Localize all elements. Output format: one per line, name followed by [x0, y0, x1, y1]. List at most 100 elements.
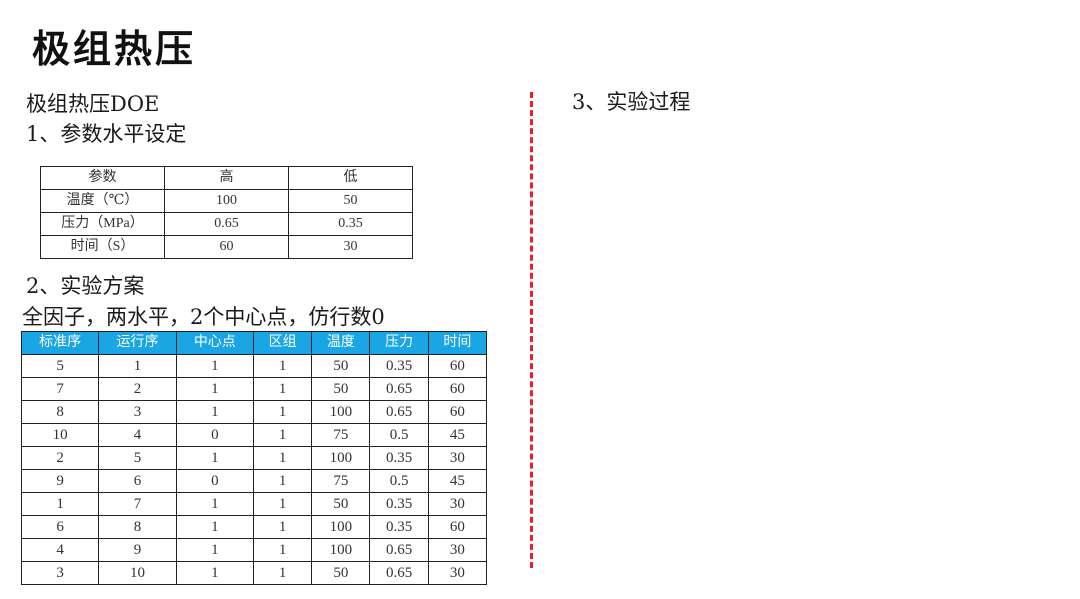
table-cell: 0.65: [369, 377, 429, 401]
table-cell: 0.5: [369, 423, 429, 447]
table-cell: 10: [20, 423, 100, 447]
table-row: 温度（℃） 100 50: [40, 189, 413, 213]
table-cell: 30: [288, 235, 413, 259]
table-cell: 0.65: [369, 400, 429, 424]
table-cell: 1: [175, 446, 254, 470]
table-cell: 1: [252, 492, 313, 516]
table-cell: 50: [288, 189, 413, 213]
table-cell: 1: [252, 400, 313, 424]
table-cell: 8: [20, 400, 100, 424]
table-cell: 0.65: [164, 212, 289, 236]
table-cell: 1: [252, 377, 313, 401]
table-header-row: 参数 高 低: [40, 166, 413, 190]
table-cell: 0.65: [369, 561, 429, 585]
table-cell: 2: [98, 377, 177, 401]
table-cell: 45: [427, 469, 488, 493]
table-cell: 50: [311, 354, 371, 378]
column-header: 区组: [252, 331, 313, 355]
table-cell: 100: [311, 400, 371, 424]
slide-title: 极组热压: [32, 27, 197, 71]
table-cell: 1: [252, 423, 313, 447]
table-cell: 2: [20, 446, 100, 470]
table-cell: 0.35: [369, 492, 429, 516]
table-cell: 4: [98, 423, 177, 447]
table-cell: 75: [311, 423, 371, 447]
parameter-table: 参数 高 低 温度（℃） 100 50 压力（MPa） 0.65 0.35 时间…: [40, 166, 413, 259]
table-cell: 0.5: [369, 469, 429, 493]
table-cell: 1: [175, 354, 254, 378]
table-cell: 75: [311, 469, 371, 493]
column-header: 运行序: [98, 331, 177, 355]
table-cell: 8: [98, 515, 177, 539]
table-cell: 1: [252, 469, 313, 493]
table-cell: 温度（℃）: [40, 189, 165, 213]
table-cell: 时间（S）: [40, 235, 165, 259]
table-cell: 9: [98, 538, 177, 562]
table-cell: 1: [175, 377, 254, 401]
table-cell: 0.35: [369, 354, 429, 378]
table-cell: 1: [175, 515, 254, 539]
table-cell: 100: [311, 515, 371, 539]
table-cell: 30: [427, 538, 488, 562]
table-row: 压力（MPa） 0.65 0.35: [40, 212, 413, 236]
table-cell: 1: [175, 400, 254, 424]
table-cell: 1: [252, 515, 313, 539]
table-cell: 50: [311, 561, 371, 585]
table-cell: 5: [20, 354, 100, 378]
table-cell: 60: [427, 354, 488, 378]
table-cell: 100: [311, 538, 371, 562]
table-cell: 50: [311, 377, 371, 401]
table-cell: 100: [164, 189, 289, 213]
table-cell: 压力（MPa）: [40, 212, 165, 236]
column-header: 参数: [40, 166, 165, 190]
column-header: 时间: [427, 331, 488, 355]
table-cell: 60: [427, 515, 488, 539]
table-cell: 0: [175, 469, 254, 493]
table-cell: 5: [98, 446, 177, 470]
table-cell: 60: [427, 400, 488, 424]
table-cell: 100: [311, 446, 371, 470]
table-cell: 60: [427, 377, 488, 401]
table-row: 时间（S） 60 30: [40, 235, 413, 259]
section-heading-parameters: 1、参数水平设定: [26, 122, 187, 146]
table-cell: 9: [20, 469, 100, 493]
table-cell: 3: [98, 400, 177, 424]
table-cell: 6: [98, 469, 177, 493]
table-cell: 1: [175, 538, 254, 562]
table-cell: 1: [252, 538, 313, 562]
column-header: 温度: [311, 331, 371, 355]
design-description: 全因子，两水平，2个中心点，仿行数0: [22, 305, 385, 329]
table-cell: 30: [427, 446, 488, 470]
section-heading-plan: 2、实验方案: [26, 274, 145, 298]
table-cell: 50: [311, 492, 371, 516]
table-cell: 60: [164, 235, 289, 259]
table-cell: 0.65: [369, 538, 429, 562]
table-cell: 4: [20, 538, 100, 562]
table-cell: 3: [20, 561, 100, 585]
column-header: 中心点: [175, 331, 254, 355]
column-header: 低: [288, 166, 413, 190]
table-cell: 7: [20, 377, 100, 401]
table-cell: 30: [427, 561, 488, 585]
table-cell: 1: [175, 492, 254, 516]
table-cell: 1: [98, 354, 177, 378]
table-cell: 0.35: [288, 212, 413, 236]
table-cell: 1: [175, 561, 254, 585]
table-cell: 45: [427, 423, 488, 447]
table-cell: 1: [252, 561, 313, 585]
table-cell: 0.35: [369, 446, 429, 470]
vertical-divider: [530, 92, 533, 568]
table-cell: 1: [252, 446, 313, 470]
table-cell: 7: [98, 492, 177, 516]
column-header: 标准序: [20, 331, 100, 355]
table-header-row: 标准序 运行序 中心点 区组 温度 压力 时间: [20, 331, 488, 355]
